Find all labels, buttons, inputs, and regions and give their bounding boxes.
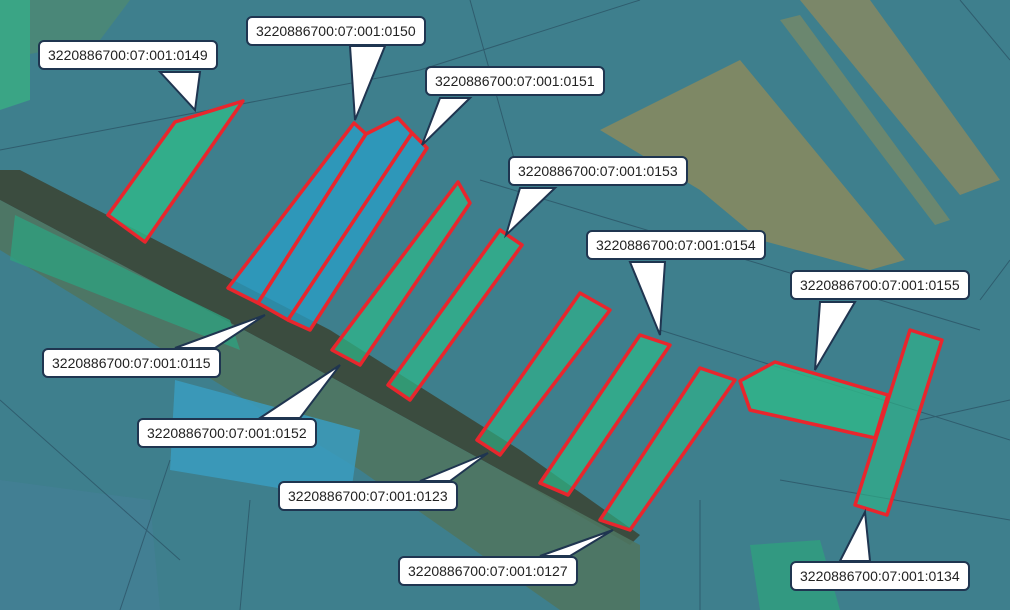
tree-belt	[0, 170, 640, 545]
parcel-label-0153: 3220886700:07:001:0153	[508, 156, 688, 186]
parcel-0134[interactable]	[853, 328, 944, 517]
parcel-label-0123: 3220886700:07:001:0123	[278, 481, 458, 511]
field-green	[10, 215, 240, 350]
field-green	[0, 0, 30, 110]
parcel-0127[interactable]	[598, 366, 737, 532]
parcel-label-0151: 3220886700:07:001:0151	[425, 66, 605, 96]
parcel-label-0149: 3220886700:07:001:0149	[38, 40, 218, 70]
parcel-label-0150: 3220886700:07:001:0150	[246, 16, 426, 46]
parcel-label-0154: 3220886700:07:001:0154	[586, 230, 766, 260]
callout-pointers	[157, 45, 872, 562]
parcel-0152[interactable]	[330, 180, 472, 367]
parcel-0153[interactable]	[386, 228, 524, 402]
parcel-label-0127: 3220886700:07:001:0127	[398, 556, 578, 586]
parcel-label-0134: 3220886700:07:001:0134	[790, 561, 970, 591]
field	[0, 480, 160, 610]
field-tan	[600, 60, 905, 270]
field	[0, 0, 130, 60]
parcel-0154[interactable]	[538, 333, 672, 497]
field-tan	[800, 0, 1000, 195]
parcel-0123[interactable]	[475, 291, 612, 457]
parcel-label-0155: 3220886700:07:001:0155	[790, 270, 970, 300]
parcel-0150[interactable]	[256, 116, 414, 322]
parcel-0151[interactable]	[286, 131, 429, 332]
parcel-label-0115: 3220886700:07:001:0115	[42, 348, 221, 378]
field-tan	[780, 15, 950, 225]
parcel-0149[interactable]	[106, 99, 245, 244]
parcel-label-0152: 3220886700:07:001:0152	[137, 418, 317, 448]
